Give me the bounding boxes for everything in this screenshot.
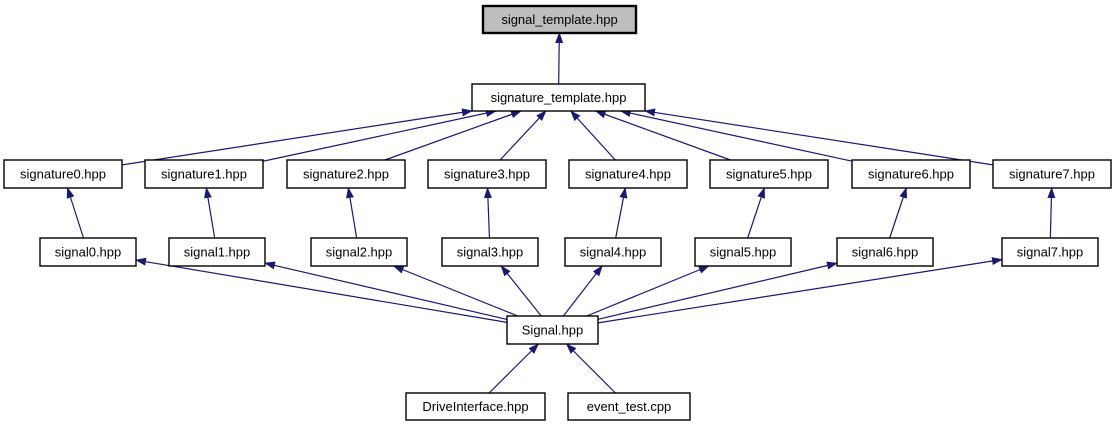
node-signature-template[interactable]: signature_template.hpp <box>471 83 646 112</box>
edge-signature-3-to-signature-template <box>499 110 547 161</box>
node-drive-interface[interactable]: DriveInterface.hpp <box>405 392 546 421</box>
edge-signal-hpp-to-signal-4 <box>562 265 603 317</box>
edge-signal-6-to-signature-6 <box>889 187 907 239</box>
node-signal-template: signal_template.hpp <box>481 4 638 35</box>
node-box-signature-5[interactable] <box>709 159 829 189</box>
node-box-signal-2[interactable] <box>310 237 408 267</box>
node-signature-3[interactable]: signature3.hpp <box>427 159 547 189</box>
edge-signal-hpp-to-signal-2 <box>392 265 518 317</box>
node-label-signal-hpp: Signal.hpp <box>522 323 583 338</box>
node-box-signature-4[interactable] <box>568 159 688 189</box>
node-label-signal-1: signal1.hpp <box>184 245 251 260</box>
node-box-signature-7[interactable] <box>992 159 1112 189</box>
node-signal-hpp[interactable]: Signal.hpp <box>506 315 599 345</box>
node-box-signature-3[interactable] <box>427 159 547 189</box>
node-box-signature-2[interactable] <box>286 159 406 189</box>
edge-signature-5-to-signature-template <box>594 110 731 161</box>
edge-signal-hpp-to-signal-0 <box>135 257 508 323</box>
edge-signature-0-to-signature-template <box>121 108 473 166</box>
node-label-signal-7: signal7.hpp <box>1017 245 1084 260</box>
node-signal-4[interactable]: signal4.hpp <box>564 237 662 267</box>
node-signature-5[interactable]: signature5.hpp <box>709 159 829 189</box>
edge-signature-4-to-signature-template <box>570 110 616 161</box>
node-box-signal-5[interactable] <box>694 237 792 267</box>
node-label-signature-1: signature1.hpp <box>161 167 247 182</box>
node-box-signal-6[interactable] <box>836 237 934 267</box>
edge-signal-7-to-signature-7 <box>1047 187 1056 239</box>
edge-signature-1-to-signature-template <box>262 109 497 162</box>
edge-event-test-to-signal-hpp <box>565 343 616 394</box>
edge-signal-hpp-to-signal-1 <box>264 261 508 321</box>
node-layer: signal_template.hpp signature_template.hp… <box>3 4 1112 421</box>
node-box-signal-7[interactable] <box>1001 237 1099 267</box>
edge-signal-hpp-to-signal-3 <box>500 265 542 317</box>
edge-signal-1-to-signature-1 <box>204 187 216 239</box>
node-signature-1[interactable]: signature1.hpp <box>144 159 264 189</box>
node-signal-2[interactable]: signal2.hpp <box>310 237 408 267</box>
node-label-signature-5: signature5.hpp <box>726 167 812 182</box>
node-box-signal-3[interactable] <box>441 237 539 267</box>
node-box-signal-1[interactable] <box>168 237 266 267</box>
node-box-signal-0[interactable] <box>39 237 137 267</box>
node-signal-1[interactable]: signal1.hpp <box>168 237 266 267</box>
edge-signature-7-to-signature-template <box>644 108 994 166</box>
node-label-signature-7: signature7.hpp <box>1009 167 1095 182</box>
edge-signal-5-to-signature-5 <box>747 187 765 239</box>
node-box-signal-template <box>481 4 638 35</box>
edge-signal-0-to-signature-0 <box>66 187 85 239</box>
node-box-signature-1[interactable] <box>144 159 264 189</box>
edge-signal-3-to-signature-3 <box>483 187 492 239</box>
node-box-signature-6[interactable] <box>851 159 971 189</box>
node-signature-0[interactable]: signature0.hpp <box>3 159 123 189</box>
node-label-signature-2: signature2.hpp <box>303 167 389 182</box>
node-label-signal-3: signal3.hpp <box>457 245 524 260</box>
node-signature-7[interactable]: signature7.hpp <box>992 159 1112 189</box>
node-signal-0[interactable]: signal0.hpp <box>39 237 137 267</box>
node-label-signature-template: signature_template.hpp <box>491 90 627 105</box>
node-label-signal-6: signal6.hpp <box>852 245 919 260</box>
node-signal-3[interactable]: signal3.hpp <box>441 237 539 267</box>
edge-signal-hpp-to-signal-7 <box>597 257 1003 324</box>
node-label-signal-2: signal2.hpp <box>326 245 393 260</box>
node-box-drive-interface[interactable] <box>405 392 546 421</box>
node-signature-4[interactable]: signature4.hpp <box>568 159 688 189</box>
node-box-event-test[interactable] <box>567 392 691 421</box>
node-event-test[interactable]: event_test.cpp <box>567 392 691 421</box>
node-label-event-test: event_test.cpp <box>587 399 672 414</box>
node-label-signature-3: signature3.hpp <box>444 167 530 182</box>
node-label-signature-6: signature6.hpp <box>868 167 954 182</box>
node-signature-2[interactable]: signature2.hpp <box>286 159 406 189</box>
edge-signature-6-to-signature-template <box>619 109 853 162</box>
edge-signal-2-to-signature-2 <box>346 187 358 239</box>
node-label-signal-0: signal0.hpp <box>55 245 122 260</box>
node-signal-5[interactable]: signal5.hpp <box>694 237 792 267</box>
node-label-signature-0: signature0.hpp <box>20 167 106 182</box>
edge-signature-2-to-signature-template <box>384 110 522 161</box>
node-signal-7[interactable]: signal7.hpp <box>1001 237 1099 267</box>
node-label-signal-template: signal_template.hpp <box>501 12 617 27</box>
edge-layer <box>66 32 1056 394</box>
node-label-signal-5: signal5.hpp <box>710 245 777 260</box>
edge-signal-hpp-to-signal-6 <box>597 261 838 320</box>
edge-signature-template-to-signal-template <box>555 32 564 85</box>
node-box-signature-template[interactable] <box>471 83 646 112</box>
node-box-signature-0[interactable] <box>3 159 123 189</box>
node-label-signal-4: signal4.hpp <box>580 245 647 260</box>
edge-signal-4-to-signature-4 <box>615 187 628 239</box>
node-box-signal-4[interactable] <box>564 237 662 267</box>
node-signature-6[interactable]: signature6.hpp <box>851 159 971 189</box>
edge-drive-interface-to-signal-hpp <box>488 343 540 394</box>
node-label-drive-interface: DriveInterface.hpp <box>422 399 528 414</box>
node-label-signature-4: signature4.hpp <box>585 167 671 182</box>
edge-signal-hpp-to-signal-5 <box>586 265 710 317</box>
node-signal-6[interactable]: signal6.hpp <box>836 237 934 267</box>
node-box-signal-hpp[interactable] <box>506 315 599 345</box>
